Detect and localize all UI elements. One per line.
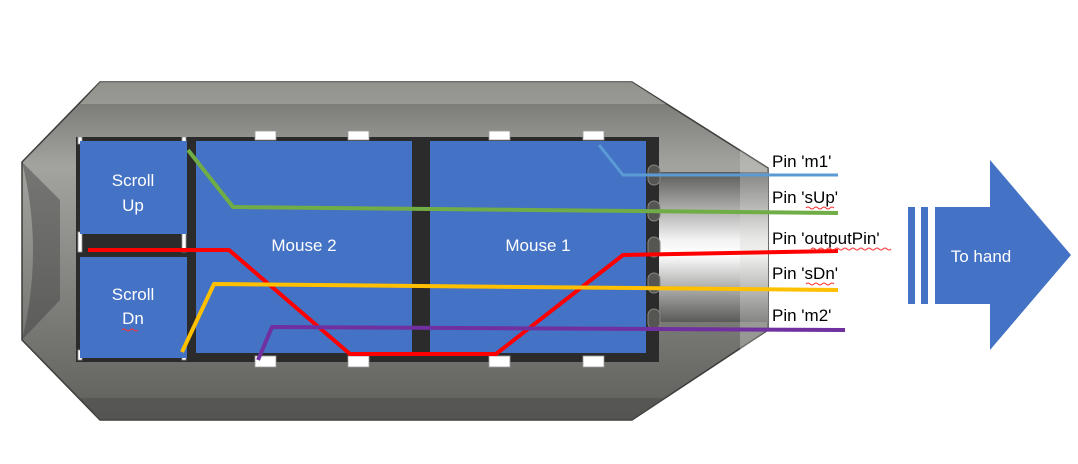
pin-label-m1: Pin 'm1' (772, 152, 831, 171)
arrow-tail-bar (908, 207, 915, 304)
scroll-dn-body (80, 257, 187, 358)
mouse1-body (430, 141, 646, 353)
switch-leg (347, 355, 370, 368)
wire-m2 (256, 325, 846, 361)
switch-leg (254, 130, 277, 141)
switch-leg (77, 231, 83, 253)
switch-leg (488, 130, 511, 141)
housing-top-face (80, 82, 666, 104)
scroll-dn-label-line1: Scroll (112, 285, 155, 304)
wire-sDn (180, 282, 839, 353)
pin-labels: Pin 'm1' Pin 'sUp' Pin 'outputPin' Pin '… (772, 152, 892, 325)
arrow-tail-bar (921, 207, 928, 304)
pin-hole (647, 308, 661, 330)
scroll-up-button: Scroll Up (80, 141, 187, 234)
cable-channel (655, 172, 768, 322)
to-hand-arrow: To hand (908, 160, 1071, 350)
switch-leg (254, 355, 277, 368)
scroll-dn-label-line2: Dn (122, 309, 144, 328)
housing-bottom-face (80, 398, 666, 420)
right-cap-shading (740, 150, 768, 350)
mouse2-button: Mouse 2 (196, 141, 412, 353)
wire-m1 (597, 144, 838, 177)
spellcheck-squiggle (121, 328, 139, 332)
wires (88, 144, 846, 361)
pin-label-m2: Pin 'm2' (772, 306, 831, 325)
pin-label-outputPin: Pin 'outputPin' (772, 229, 880, 248)
left-cap-shading (22, 162, 60, 340)
switch-leg (582, 130, 605, 141)
switch-leg (488, 355, 511, 368)
mouse1-label: Mouse 1 (505, 236, 570, 255)
scroll-up-label-line1: Scroll (112, 171, 155, 190)
mouse2-body (196, 141, 412, 353)
spellcheck-squiggle (805, 282, 835, 286)
pin-label-sUp: Pin 'sUp' (772, 188, 838, 207)
switch-leg (347, 130, 370, 141)
spellcheck-squiggle (805, 206, 835, 210)
wire-sUp (186, 148, 839, 215)
arrow-body (935, 160, 1071, 350)
scroll-up-label-line2: Up (122, 196, 144, 215)
scroll-dn-button: Scroll Dn (80, 257, 187, 358)
wire-outputPin (88, 248, 839, 356)
pin-hole (647, 236, 661, 258)
mouse2-label: Mouse 2 (271, 236, 336, 255)
spellcheck-squiggles (805, 206, 892, 286)
mouse1-button: Mouse 1 (430, 141, 646, 353)
switch-leg (582, 355, 605, 368)
scroll-up-body (80, 141, 187, 234)
pin-label-sDn: Pin 'sDn' (772, 264, 838, 283)
arrow-label: To hand (951, 247, 1012, 266)
spellcheck-squiggle (810, 247, 892, 251)
